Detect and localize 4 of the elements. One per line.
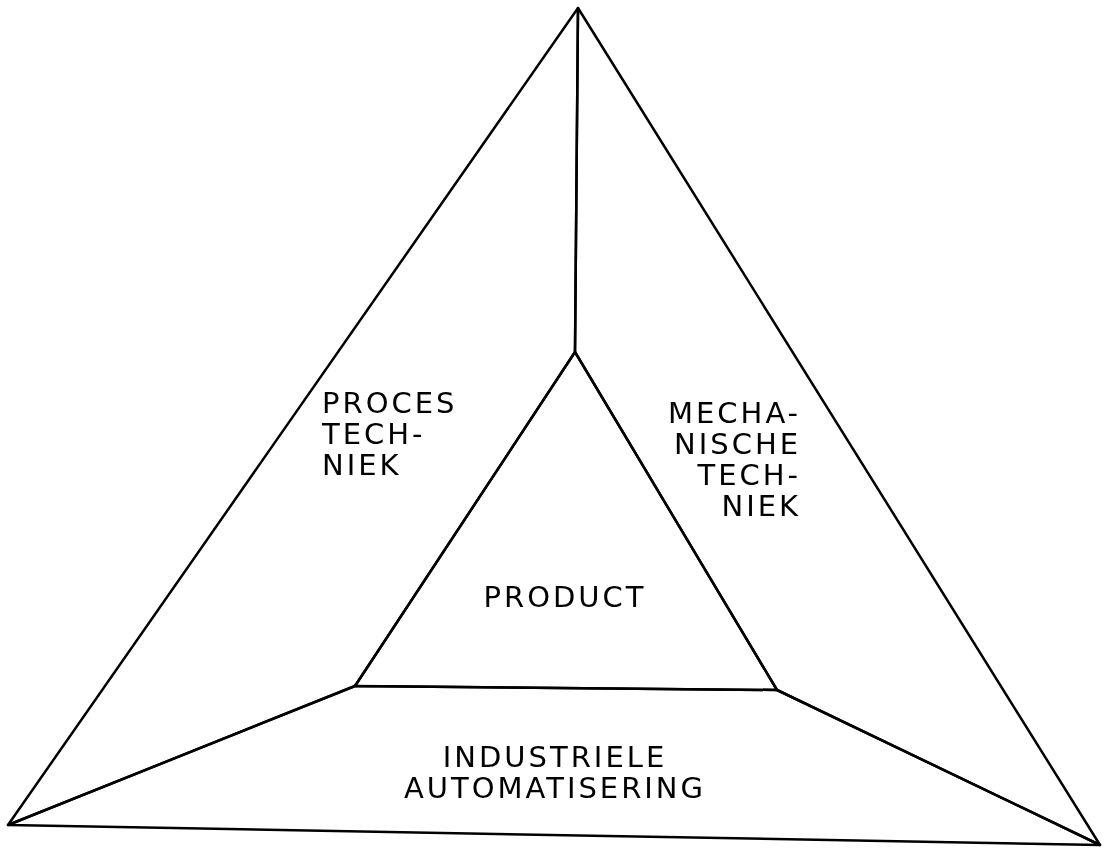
region-label: INDUSTRIELE AUTOMATISERING xyxy=(402,742,708,804)
region-label: PROCES TECH- NIEK xyxy=(322,388,458,481)
region-label: MECHA- NISCHE TECH- NIEK xyxy=(668,398,802,522)
region-label: PRODUCT xyxy=(482,582,648,613)
